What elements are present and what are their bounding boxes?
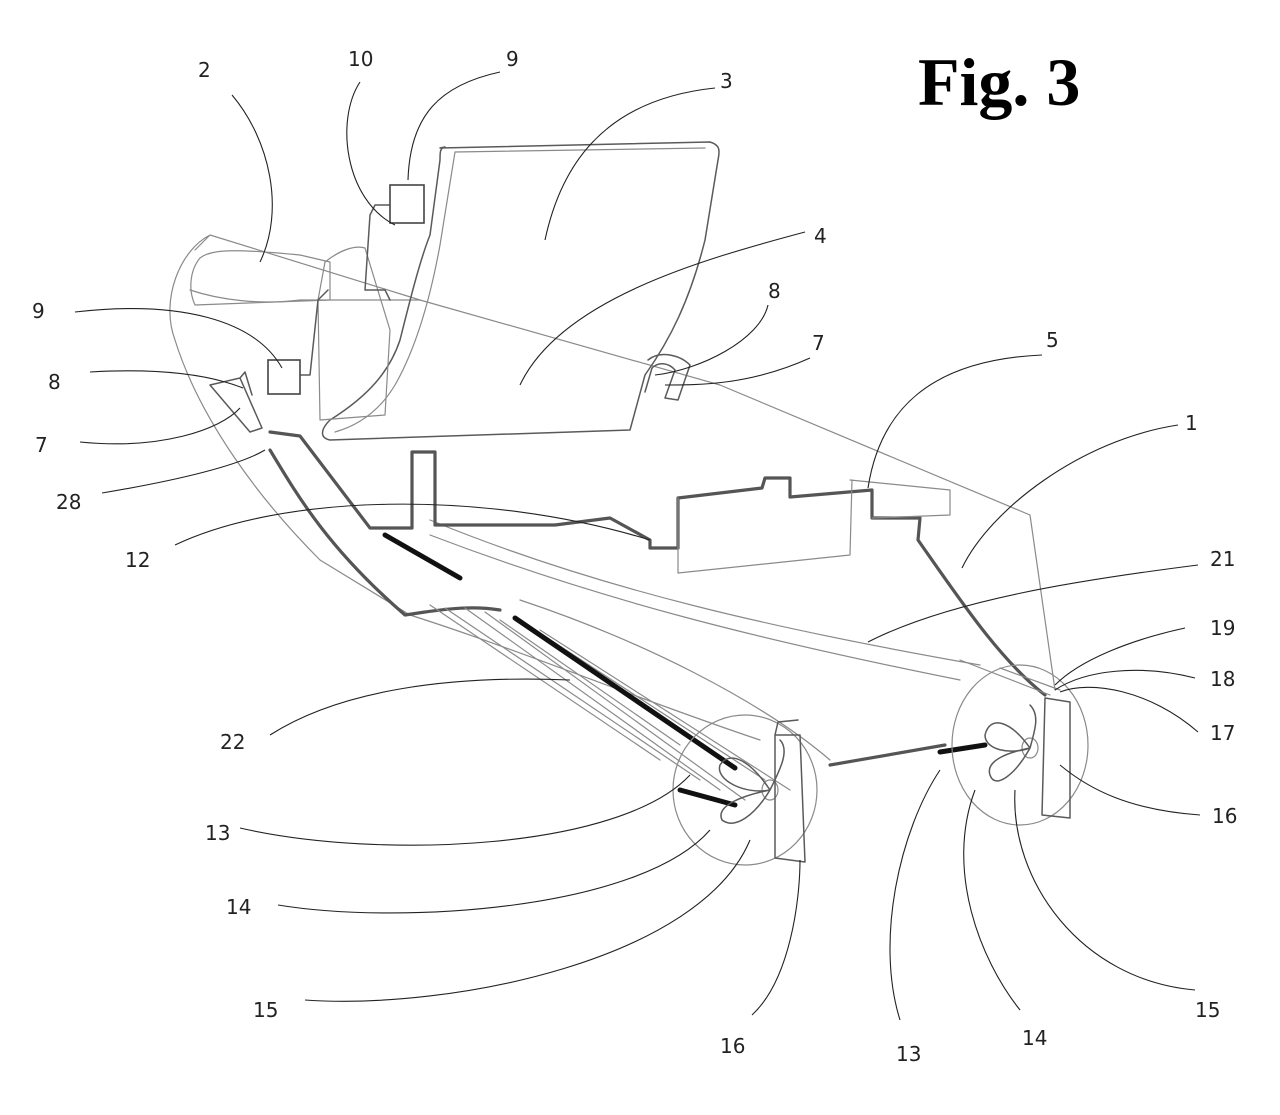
ref-label-3: 3: [720, 69, 733, 93]
ref-label-21: 21: [1210, 547, 1235, 571]
control-rod-left: [299, 289, 329, 376]
seat-inner: [334, 147, 706, 433]
tiller-lines: [959, 659, 1061, 696]
ref-label-14-bottom: 14: [1022, 1026, 1047, 1050]
ref-label-15-right: 15: [1195, 998, 1220, 1022]
ref-label-28: 28: [56, 490, 81, 514]
battery-block: [677, 479, 951, 574]
ref-label-10: 10: [348, 47, 373, 71]
seat: [321, 141, 720, 441]
ref-label-9-left: 9: [32, 299, 45, 323]
ref-label-17: 17: [1210, 721, 1235, 745]
reference-labels: 2 10 9 3 4 8 7 5 1 9 8 7 28 12 21 19 18 …: [32, 47, 1237, 1066]
hull-outline: [169, 234, 1056, 691]
dark-bar-right-fin: [937, 742, 988, 755]
thruster-left-blades: [718, 739, 785, 824]
rudder-right: [1041, 697, 1071, 819]
ref-label-13-left: 13: [205, 821, 230, 845]
control-box-top: [389, 184, 425, 224]
control-box-left: [267, 359, 301, 395]
ref-label-1: 1: [1185, 411, 1198, 435]
front-cushion: [190, 250, 331, 306]
ref-label-9-top: 9: [506, 47, 519, 71]
frame-bold: [268, 430, 1047, 697]
ref-label-16-right: 16: [1212, 804, 1237, 828]
ref-label-19: 19: [1210, 616, 1235, 640]
leader-lines: [74, 71, 1201, 1021]
craft-drawing: [169, 141, 1089, 866]
dark-bar-left-fin: [677, 787, 738, 808]
thruster-right-blades: [984, 704, 1037, 782]
ref-label-15-left: 15: [253, 998, 278, 1022]
thruster-right-hub: [1021, 737, 1039, 759]
hull-lower-line: [409, 599, 831, 761]
dark-bar-upper: [382, 532, 463, 581]
ref-label-5: 5: [1046, 328, 1059, 352]
figure-title: Fig. 3: [918, 44, 1080, 120]
thruster-right-shroud: [951, 664, 1089, 826]
ref-label-13-bottom: 13: [896, 1042, 921, 1066]
ref-label-12: 12: [125, 548, 150, 572]
ref-label-7-right: 7: [812, 331, 825, 355]
ref-label-22: 22: [220, 730, 245, 754]
seat-support: [317, 246, 391, 421]
frame-lower-right: [828, 743, 947, 767]
thruster-left-hub: [761, 779, 779, 801]
ref-label-18: 18: [1210, 667, 1235, 691]
frame-lower-left: [268, 448, 502, 617]
lever-right: [644, 353, 691, 401]
ref-label-4: 4: [814, 224, 827, 248]
ref-label-8-left: 8: [48, 370, 61, 394]
control-rod-top: [364, 204, 391, 301]
ref-label-2: 2: [198, 58, 211, 82]
ref-label-14-left: 14: [226, 895, 251, 919]
hull-side-line: [429, 519, 981, 681]
lever-left: [209, 371, 263, 433]
ref-label-7-left: 7: [35, 433, 48, 457]
rib-bars: [429, 604, 791, 801]
dark-bar-lower: [512, 615, 738, 771]
ref-label-8-right: 8: [768, 279, 781, 303]
rudder-left: [774, 719, 806, 863]
ref-label-16-bottom: 16: [720, 1034, 745, 1058]
